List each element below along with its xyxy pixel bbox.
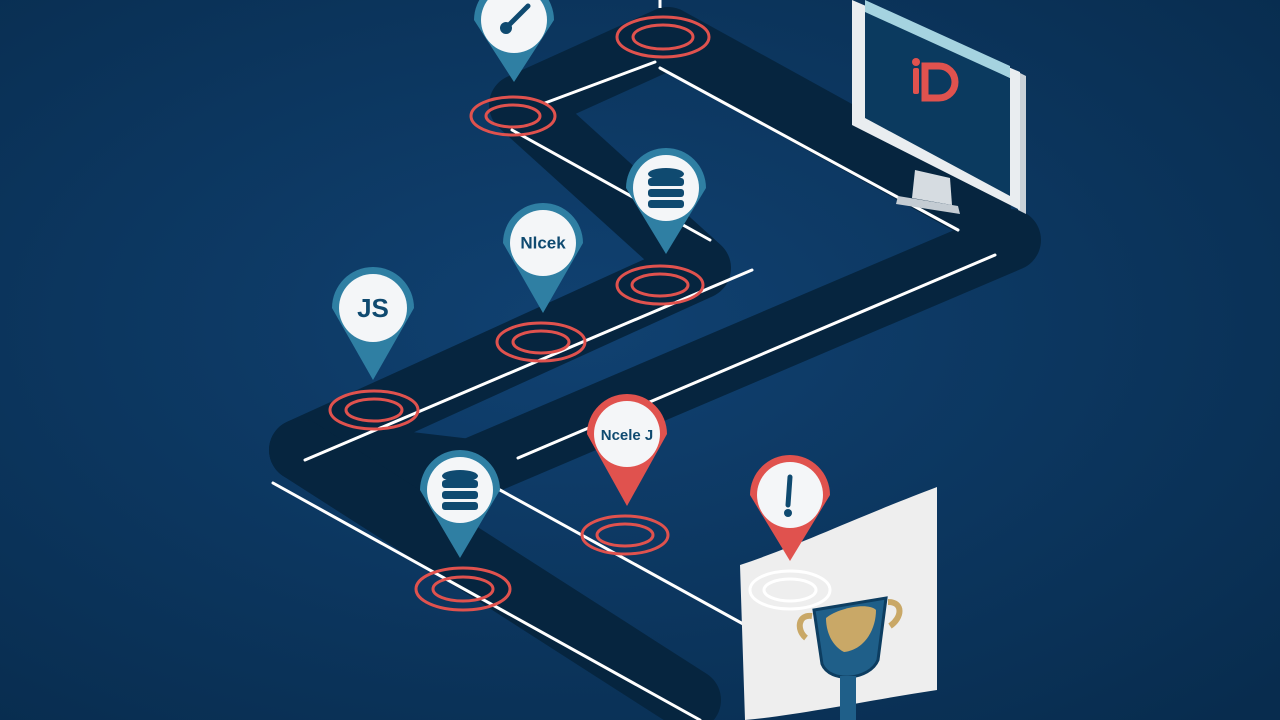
- waypoint-pin[interactable]: [626, 148, 706, 254]
- waypoint-rings: [328, 15, 711, 612]
- ring-target: [414, 566, 512, 612]
- road-line: [543, 60, 657, 105]
- monitor-stand-base: [896, 196, 960, 214]
- waypoint-pin[interactable]: Nlcek: [503, 203, 583, 313]
- ring-target: [615, 264, 705, 306]
- monitor-stand: [912, 170, 952, 205]
- ring-target: [580, 514, 670, 556]
- finish-ring-inner: [762, 577, 818, 603]
- waypoint-pin[interactable]: Ncele J: [587, 394, 667, 506]
- road-line: [271, 481, 702, 720]
- monitor: iD: [852, 0, 1026, 214]
- finish-ring: [748, 569, 832, 611]
- ring-target: [328, 389, 420, 431]
- gauge-icon: [500, 3, 531, 34]
- ring-target: [495, 321, 587, 363]
- ring-target: [615, 15, 711, 59]
- exclamation-icon: [784, 474, 793, 517]
- monitor-header-strip: [865, 0, 1010, 78]
- database-icon: [442, 470, 478, 510]
- waypoint-pin[interactable]: [474, 0, 554, 82]
- waypoint-pin[interactable]: [750, 455, 830, 561]
- road-line: [498, 488, 747, 627]
- waypoint-pin[interactable]: JS: [332, 266, 414, 380]
- logo-icon: iD: [912, 58, 959, 102]
- pin-label: Nlcek: [520, 233, 566, 252]
- waypoint-pin[interactable]: [420, 450, 500, 558]
- pins: Nlcek JS Ncele J: [332, 0, 830, 561]
- ring-target: [469, 95, 557, 137]
- finish-flag: [740, 487, 937, 720]
- flag-panel: [740, 487, 937, 720]
- pin-label: Ncele J: [601, 427, 654, 444]
- pin-label: JS: [357, 293, 389, 323]
- trophy-icon: [796, 596, 903, 720]
- monitor-screen: [865, 8, 1010, 196]
- database-icon: [648, 168, 684, 208]
